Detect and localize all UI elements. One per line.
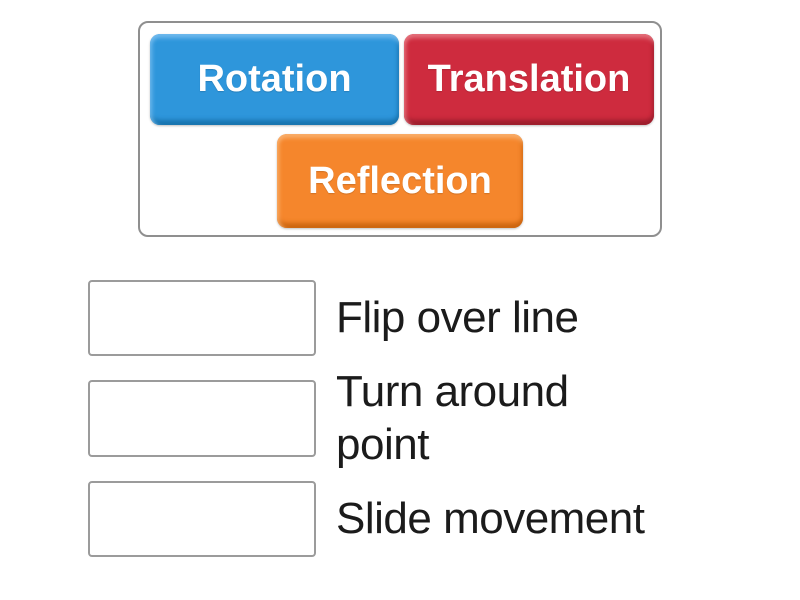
definition-flip-over-line: Flip over line — [336, 280, 666, 356]
keyword-reflection[interactable]: Reflection — [277, 134, 523, 228]
keyword-translation-label: Translation — [427, 58, 631, 100]
keywords-panel: Rotation Translation Reflection — [138, 21, 662, 237]
keyword-translation[interactable]: Translation — [404, 34, 654, 125]
answer-slot-1[interactable] — [88, 280, 316, 356]
definition-turn-around-point: Turn around point — [336, 367, 666, 469]
keyword-rotation-label: Rotation — [197, 58, 352, 100]
definition-text: Slide movement — [336, 493, 645, 543]
answer-slot-2[interactable] — [88, 380, 316, 457]
answer-slot-3[interactable] — [88, 481, 316, 557]
definition-text: Turn around point — [336, 366, 569, 469]
keyword-rotation[interactable]: Rotation — [150, 34, 399, 125]
definition-text: Flip over line — [336, 292, 579, 342]
keyword-reflection-label: Reflection — [308, 159, 492, 202]
definition-slide-movement: Slide movement — [336, 481, 666, 557]
